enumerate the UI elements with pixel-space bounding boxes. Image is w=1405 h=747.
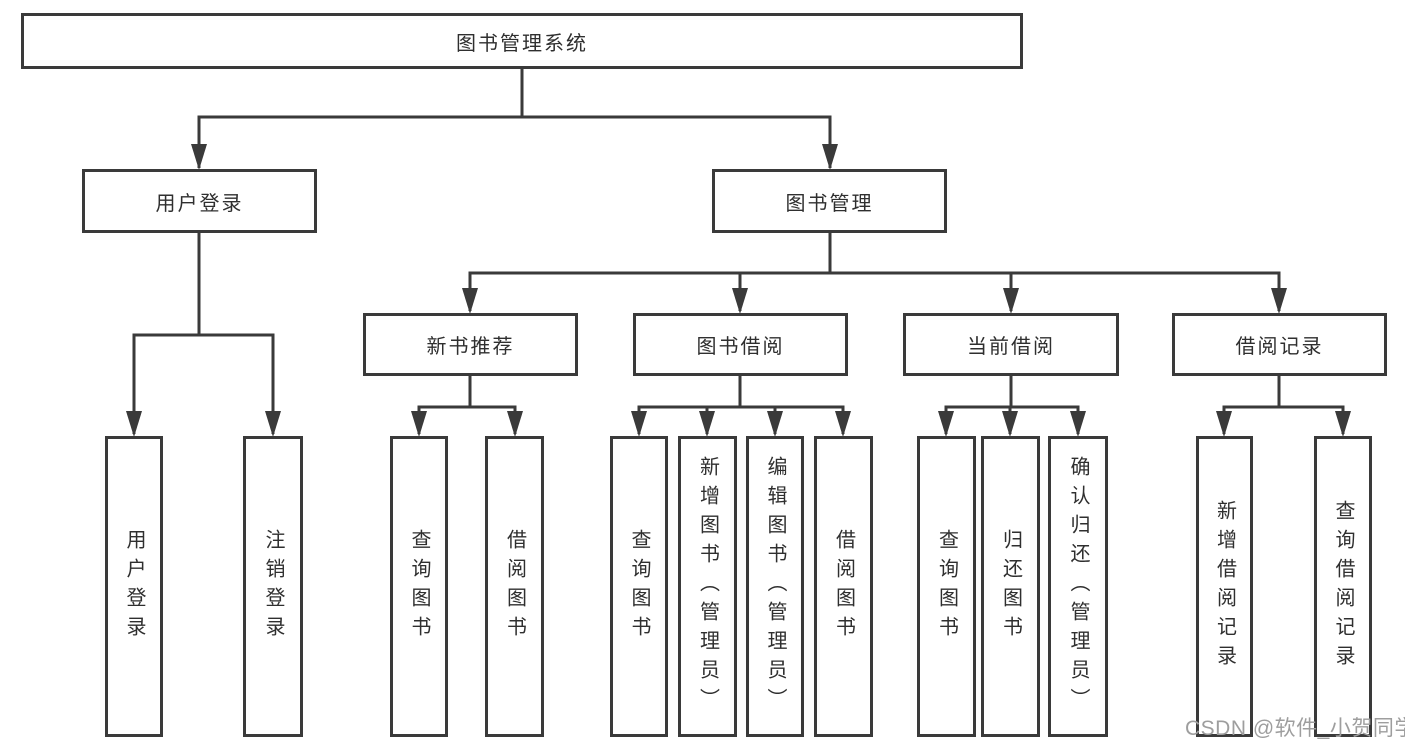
leaf-label: 查询图书 xyxy=(628,528,650,645)
leaf-label: 新增图书（管理员） xyxy=(696,456,719,717)
connector-paths xyxy=(132,69,1345,434)
leaf-user-login: 用户登录 xyxy=(105,436,163,737)
leaf-label: 编辑图书（管理员） xyxy=(764,456,786,717)
leaf-borrow-book: 借阅图书 xyxy=(485,436,544,737)
node-new-book-recommend: 新书推荐 xyxy=(363,313,578,376)
node-book-management: 图书管理 xyxy=(712,169,947,233)
csdn-watermark: CSDN @软件_小贺同学 xyxy=(1185,717,1405,740)
leaf-add-book-admin: 新增图书（管理员） xyxy=(678,436,737,737)
leaf-label: 用户登录 xyxy=(123,528,145,645)
leaf-label: 注销登录 xyxy=(262,528,284,645)
leaf-query-book: 查询图书 xyxy=(917,436,976,737)
leaf-label: 确认归还（管理员） xyxy=(1067,456,1089,717)
leaf-return-book: 归还图书 xyxy=(981,436,1040,737)
node-label: 用户登录 xyxy=(155,192,244,215)
leaf-confirm-return-admin: 确认归还（管理员） xyxy=(1048,436,1108,737)
node-library-management-system: 图书管理系统 xyxy=(21,13,1023,69)
leaf-query-book: 查询图书 xyxy=(390,436,448,737)
node-user-login: 用户登录 xyxy=(82,169,317,233)
node-label: 借阅记录 xyxy=(1235,336,1324,358)
node-label: 当前借阅 xyxy=(967,336,1055,358)
leaf-label: 查询图书 xyxy=(935,528,958,645)
leaf-query-borrow-record: 查询借阅记录 xyxy=(1314,436,1372,737)
leaf-label: 借阅图书 xyxy=(503,528,526,645)
leaf-edit-book-admin: 编辑图书（管理员） xyxy=(746,436,804,737)
leaf-borrow-book: 借阅图书 xyxy=(814,436,873,737)
node-label: 图书管理系统 xyxy=(456,32,588,55)
node-label: 新书推荐 xyxy=(426,336,515,358)
node-borrow-records: 借阅记录 xyxy=(1172,313,1387,376)
leaf-label: 查询图书 xyxy=(408,528,430,645)
leaf-logout: 注销登录 xyxy=(243,436,303,737)
leaf-label: 归还图书 xyxy=(999,528,1022,645)
node-current-borrow: 当前借阅 xyxy=(903,313,1119,376)
leaf-query-book: 查询图书 xyxy=(610,436,668,737)
leaf-add-borrow-record: 新增借阅记录 xyxy=(1196,436,1253,737)
leaf-label: 新增借阅记录 xyxy=(1213,499,1236,674)
leaf-label: 查询借阅记录 xyxy=(1332,499,1354,674)
node-book-borrow: 图书借阅 xyxy=(633,313,848,376)
node-label: 图书管理 xyxy=(785,192,874,215)
leaf-label: 借阅图书 xyxy=(832,528,855,645)
node-label: 图书借阅 xyxy=(696,336,785,358)
